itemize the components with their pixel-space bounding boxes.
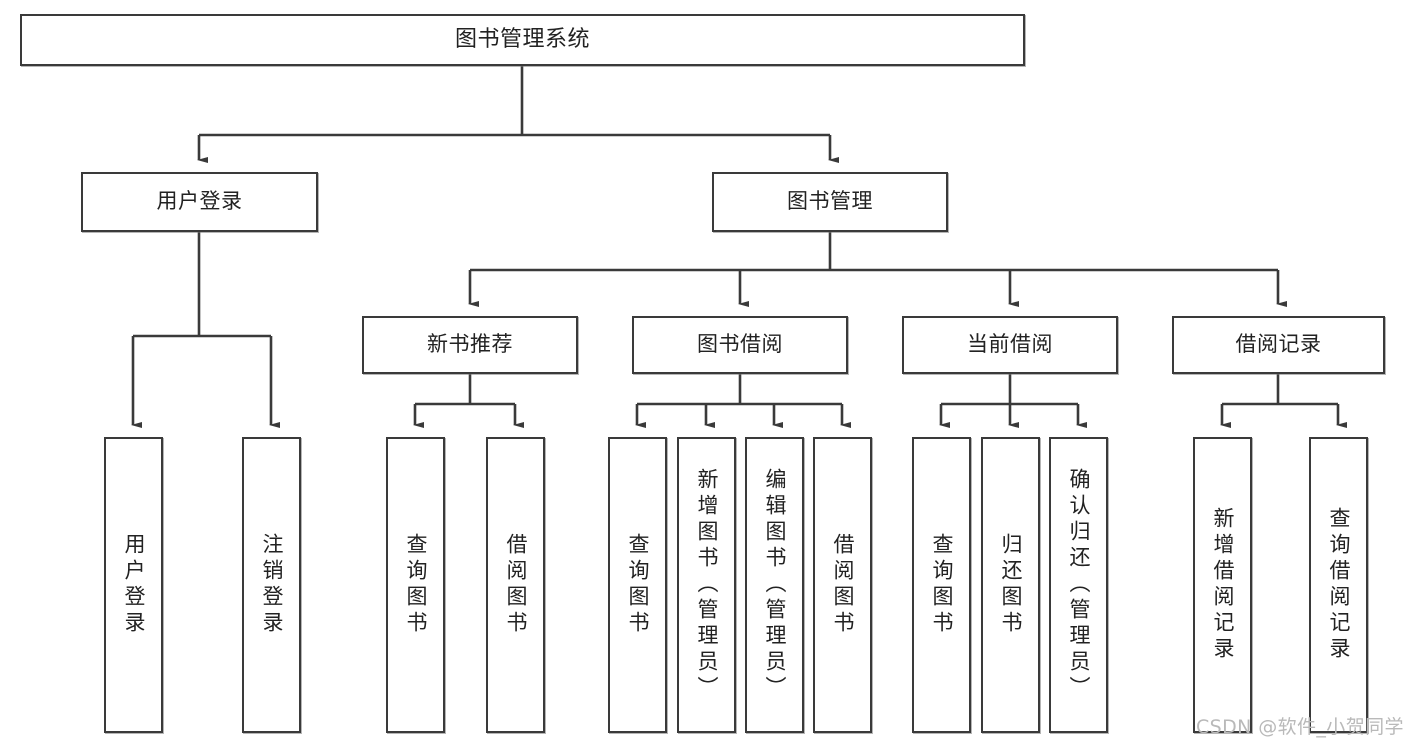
leaf-edit-book-admin[interactable]: 编辑图书（管理员） [745, 437, 804, 733]
node-label: 借阅图书 [504, 533, 528, 637]
leaf-logout[interactable]: 注销登录 [242, 437, 301, 733]
csdn-watermark: CSDN @软件_小贺同学 [1196, 716, 1404, 738]
node-label: 用户登录 [122, 533, 146, 637]
leaf-add-book-admin[interactable]: 新增图书（管理员） [677, 437, 736, 733]
leaf-query-book-borrow[interactable]: 查询图书 [608, 437, 667, 733]
leaf-query-borrow-record[interactable]: 查询借阅记录 [1309, 437, 1368, 733]
leaf-borrow-book[interactable]: 借阅图书 [813, 437, 872, 733]
node-label: 查询借阅记录 [1327, 507, 1351, 663]
node-label: 新增借阅记录 [1211, 507, 1235, 663]
node-new-book-recommend[interactable]: 新书推荐 [362, 316, 578, 374]
node-label: 新书推荐 [427, 332, 513, 357]
leaf-confirm-return-admin[interactable]: 确认归还（管理员） [1049, 437, 1108, 733]
node-label: 当前借阅 [967, 332, 1053, 357]
leaf-query-book-current[interactable]: 查询图书 [912, 437, 971, 733]
node-label: 借阅图书 [831, 533, 855, 637]
leaf-add-borrow-record[interactable]: 新增借阅记录 [1193, 437, 1252, 733]
node-book-manage[interactable]: 图书管理 [712, 172, 948, 232]
node-label: 图书管理系统 [454, 26, 590, 52]
node-label: 注销登录 [260, 533, 284, 637]
node-label: 用户登录 [156, 189, 243, 214]
node-book-borrow[interactable]: 图书借阅 [632, 316, 848, 374]
node-label: 图书借阅 [697, 332, 783, 357]
node-label: 归还图书 [999, 533, 1023, 637]
node-label: 查询图书 [404, 533, 428, 637]
node-label: 查询图书 [626, 533, 650, 637]
node-root-system[interactable]: 图书管理系统 [20, 14, 1025, 66]
node-label: 新增图书（管理员） [695, 468, 719, 702]
node-label: 编辑图书（管理员） [763, 468, 787, 702]
node-current-borrow[interactable]: 当前借阅 [902, 316, 1118, 374]
leaf-borrow-book-recommend[interactable]: 借阅图书 [486, 437, 545, 733]
leaf-query-book-recommend[interactable]: 查询图书 [386, 437, 445, 733]
node-label: 图书管理 [787, 189, 873, 214]
node-label: 借阅记录 [1235, 332, 1322, 357]
node-borrow-record[interactable]: 借阅记录 [1172, 316, 1385, 374]
node-label: 确认归还（管理员） [1067, 468, 1091, 702]
node-label: 查询图书 [930, 533, 954, 637]
node-user-login[interactable]: 用户登录 [81, 172, 318, 232]
leaf-user-login[interactable]: 用户登录 [104, 437, 163, 733]
leaf-return-book[interactable]: 归还图书 [981, 437, 1040, 733]
